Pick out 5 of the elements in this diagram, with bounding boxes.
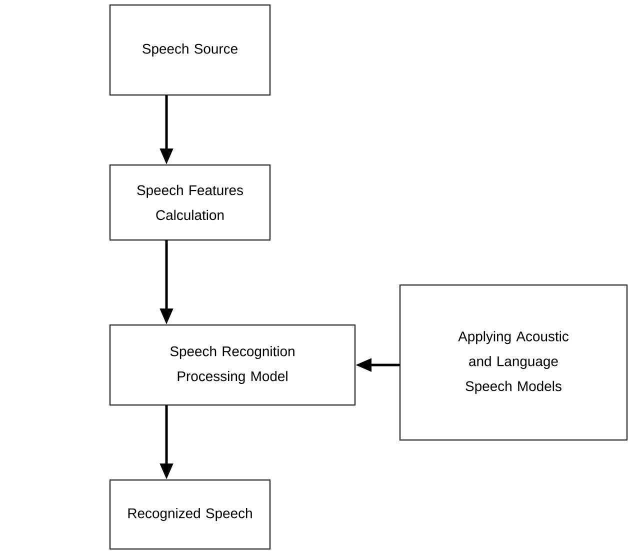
process-box: Recognized Speech	[110, 480, 270, 550]
process-box: Applying Acoustic and Language Speech Models	[400, 284, 628, 440]
process-box: Speech Source	[110, 4, 270, 96]
process-box: Speech Features Calculation	[110, 164, 270, 240]
process-box: Speech Recognition Processing Model	[110, 324, 356, 406]
